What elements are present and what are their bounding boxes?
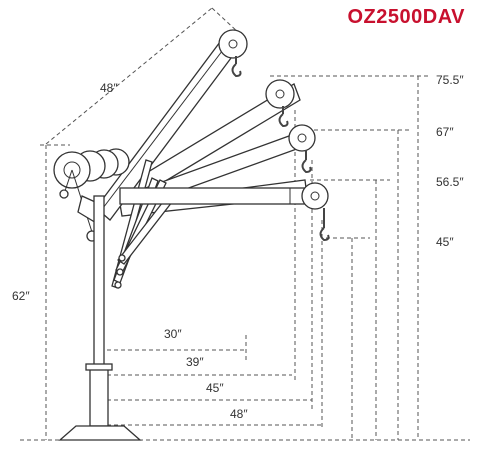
height-label: 45″ — [436, 235, 454, 249]
reach-label: 45″ — [206, 381, 224, 395]
boom-length-label: 48″ — [100, 81, 118, 95]
reach-label: 30″ — [164, 327, 182, 341]
reach-label: 48″ — [230, 407, 248, 421]
reach-label: 39″ — [186, 355, 204, 369]
height-label: 67″ — [436, 125, 454, 139]
height-label: 56.5″ — [436, 175, 464, 189]
mast-height-label: 62″ — [12, 289, 30, 303]
mast — [58, 195, 142, 441]
model-title: OZ2500DAV — [347, 6, 465, 28]
hooks — [231, 56, 330, 242]
horizontal-boom — [119, 187, 309, 205]
dimension-lines — [20, 7, 470, 441]
pulleys — [218, 29, 329, 210]
height-label: 75.5″ — [436, 73, 464, 87]
dimension-labels: 48″ 62″ 75.5″ 67″ 56.5″ 45″ 30″ 39″ 45″ … — [12, 73, 464, 421]
